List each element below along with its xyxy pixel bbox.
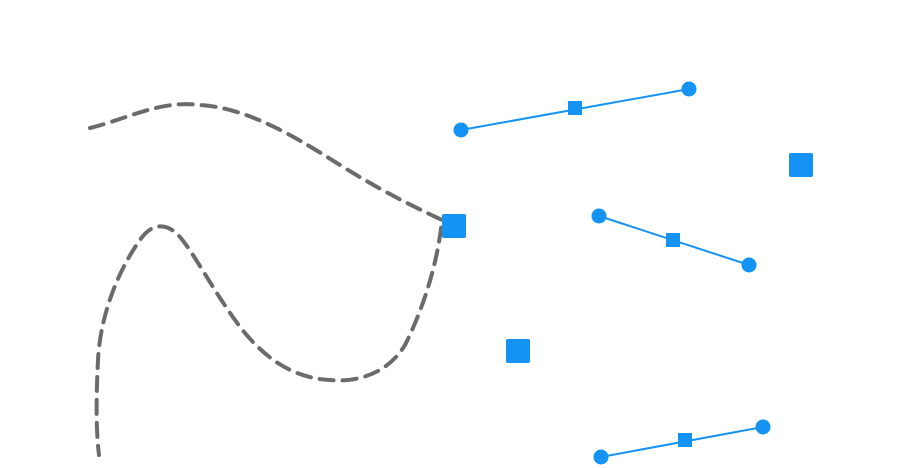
- square-marker-right[interactable]: [789, 153, 813, 177]
- endpoint-circle[interactable]: [741, 257, 757, 273]
- dashed-curve-path: [88, 102, 445, 457]
- midpoint-square[interactable]: [568, 101, 582, 115]
- anchor-square-on-path[interactable]: [442, 214, 466, 238]
- endpoint-circle[interactable]: [755, 419, 771, 435]
- segment-3[interactable]: [593, 419, 771, 465]
- endpoint-circle[interactable]: [591, 208, 607, 224]
- midpoint-square[interactable]: [666, 233, 680, 247]
- square-marker-center[interactable]: [506, 339, 530, 363]
- endpoint-circle[interactable]: [681, 81, 697, 97]
- endpoint-circle[interactable]: [593, 449, 609, 465]
- midpoint-square[interactable]: [678, 433, 692, 447]
- segment-2[interactable]: [591, 208, 757, 273]
- segment-1[interactable]: [453, 81, 697, 138]
- endpoint-circle[interactable]: [453, 122, 469, 138]
